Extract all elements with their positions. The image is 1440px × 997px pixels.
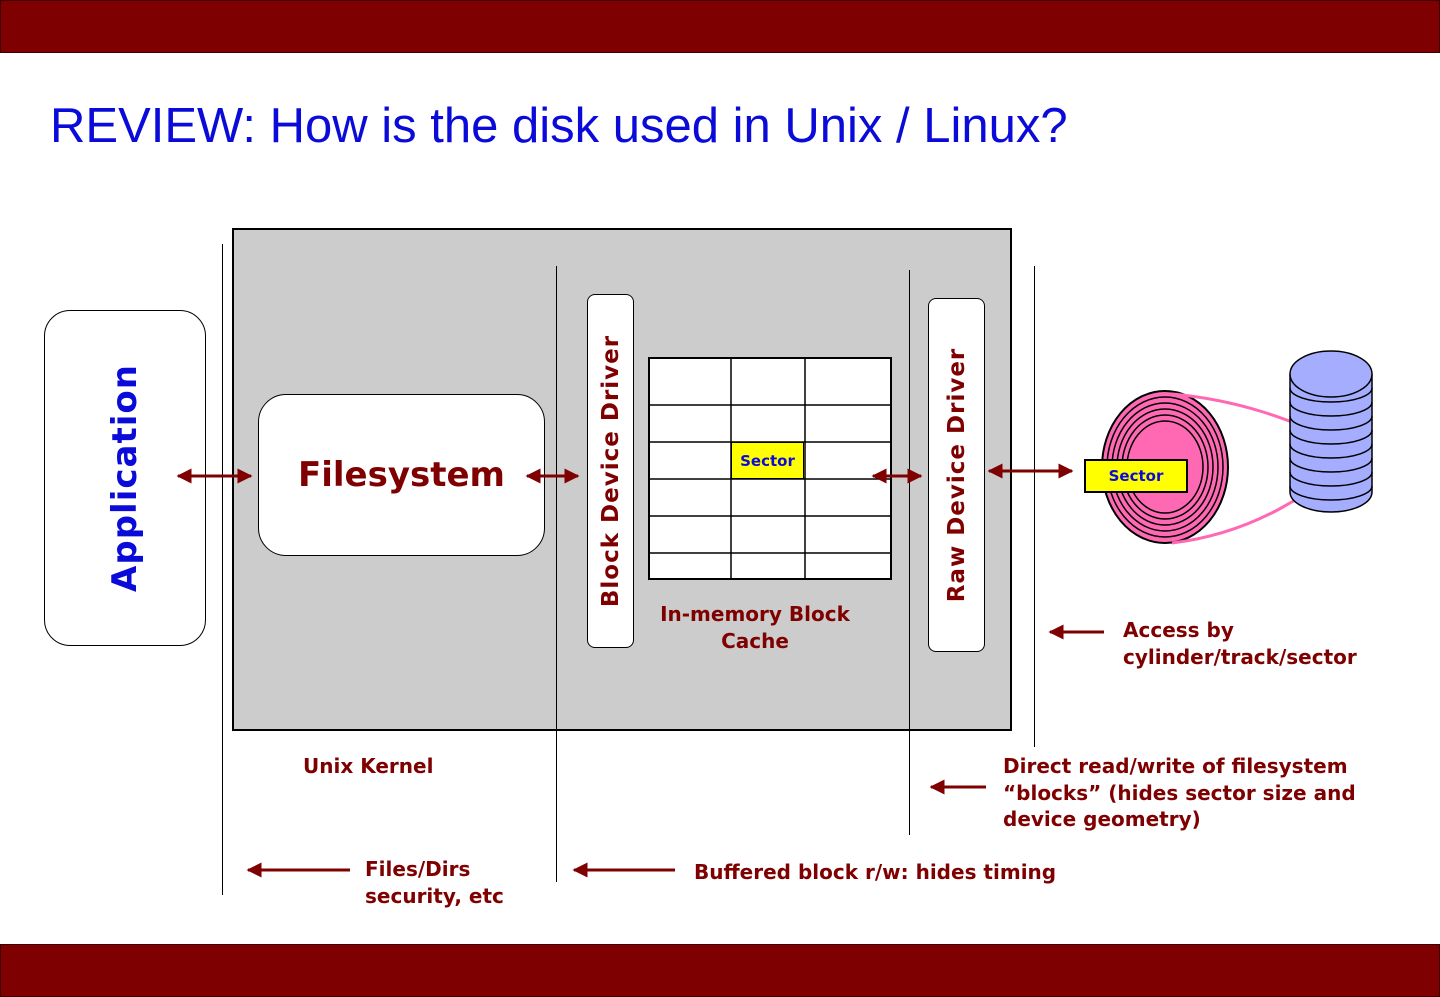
divider-cache-raw <box>909 270 910 835</box>
footer-bar <box>0 944 1440 997</box>
cached-sector: Sector <box>731 442 804 479</box>
disk-sector: Sector <box>1084 459 1188 493</box>
disk-sector-label: Sector <box>1108 467 1164 485</box>
unix-kernel-label: Unix Kernel <box>303 754 434 778</box>
divider-application-kernel <box>222 244 223 895</box>
block-cache-caption: In-memory Block Cache <box>660 602 850 653</box>
raw-device-driver-box: Raw Device Driver <box>928 298 985 652</box>
filesystem-label: Filesystem <box>298 455 505 495</box>
cached-sector-label: Sector <box>740 451 795 470</box>
divider-filesystem-block <box>556 266 557 882</box>
access-annotation: Access by cylinder/track/sector <box>1123 618 1357 669</box>
direct-rw-annotation: Direct read/write of filesystem “blocks”… <box>1003 754 1356 831</box>
buffered-annotation: Buffered block r/w: hides timing <box>694 860 1057 884</box>
divider-kernel-hardware <box>1034 266 1035 747</box>
filesystem-box: Filesystem <box>258 394 545 556</box>
files-dirs-annotation: Files/Dirs security, etc <box>365 857 504 908</box>
disk-cylinder-icon <box>1289 350 1373 513</box>
header-bar <box>0 0 1440 53</box>
block-device-driver-box: Block Device Driver <box>587 294 634 648</box>
page-title: REVIEW: How is the disk used in Unix / L… <box>50 99 1068 153</box>
